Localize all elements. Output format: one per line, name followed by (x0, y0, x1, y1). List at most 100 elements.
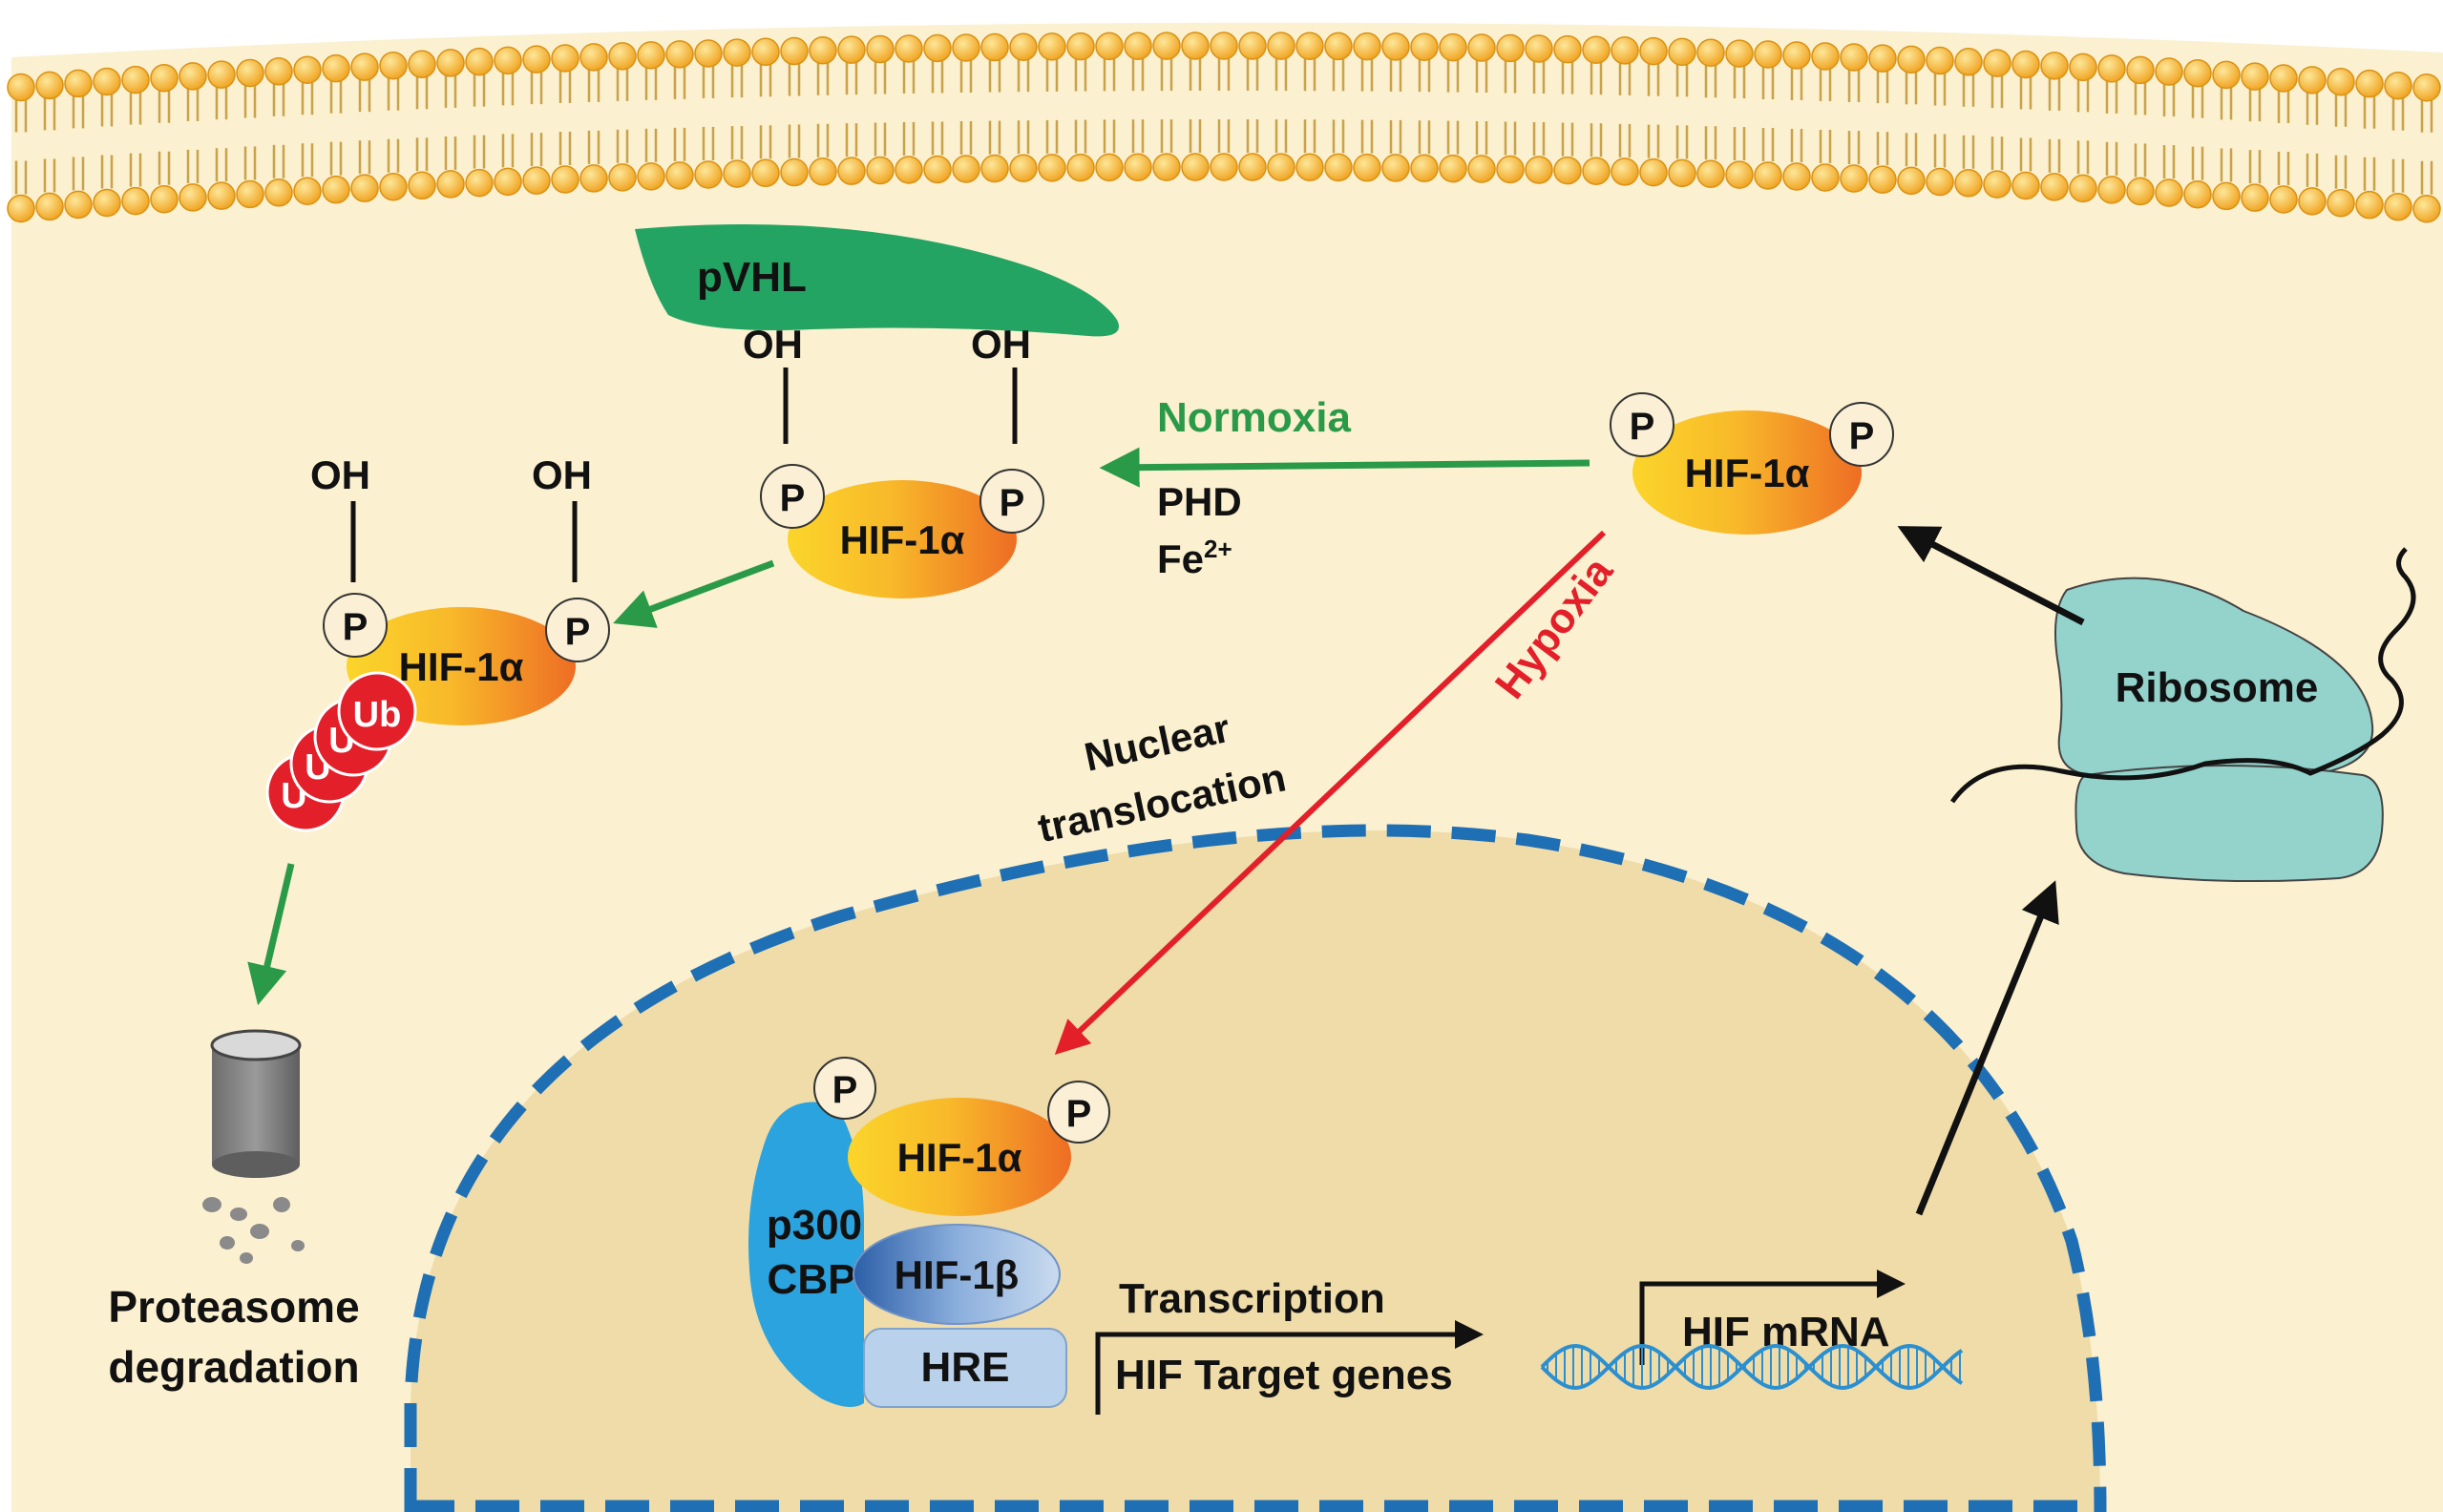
lipid-head (1811, 42, 1840, 71)
phosphate-label: P (832, 1069, 858, 1111)
lipid-head (2384, 192, 2412, 221)
transcription-start-arrow (1095, 1320, 1484, 1415)
lipid-head (1496, 155, 1525, 184)
phd-label: PHD (1157, 479, 1242, 524)
hre-element (863, 1328, 1067, 1408)
mrna-arrow (1639, 1270, 1906, 1365)
lipid-head (1926, 167, 1954, 197)
lipid-head (1639, 158, 1668, 187)
lipid-head (1868, 44, 1897, 73)
lipid-head (2183, 179, 2212, 209)
transcription-arrow (1095, 1320, 1484, 1415)
mrna-strand (1949, 547, 2416, 804)
peptide-fragment (202, 1197, 221, 1212)
lipid-head (1467, 155, 1496, 183)
lipid-head (637, 41, 665, 70)
lipid-head (1009, 154, 1038, 182)
phosphate-circle (1610, 392, 1674, 457)
lipid-head (1381, 32, 1410, 61)
p300-label: p300 (767, 1202, 862, 1249)
lipid-head (379, 172, 408, 201)
phosphate-label: P (1000, 482, 1025, 524)
lipid-head (809, 158, 837, 186)
cbp-label: CBP (768, 1256, 856, 1303)
proteasome-label: Proteasome (108, 1282, 359, 1332)
lipid-head (322, 53, 350, 83)
lipid-head (1467, 33, 1496, 62)
lipid-head (809, 36, 837, 65)
lipid-head (1553, 156, 1582, 185)
hif1a-protein (848, 1098, 1071, 1216)
lipid-head (1267, 153, 1295, 181)
lipid-head (1066, 153, 1095, 182)
lipid-head (1038, 154, 1066, 182)
lipid-head (465, 168, 494, 198)
lipid-head (35, 71, 64, 100)
phosphate-label: P (1630, 406, 1655, 448)
hre-label: HRE (921, 1344, 1010, 1391)
degradation-label: degradation (108, 1342, 359, 1392)
lipid-head (494, 46, 522, 75)
lipid-head (2212, 181, 2241, 211)
lipid-head (93, 188, 121, 218)
lipid-head (1095, 32, 1124, 61)
ubiquitin-label: Ub (353, 695, 402, 735)
lipid-head (1811, 163, 1840, 192)
lipid-head (1066, 32, 1095, 61)
lipid-head (2183, 58, 2212, 88)
lipid-head (637, 162, 665, 191)
lipid-head (2011, 50, 2040, 79)
lipid-head (1353, 153, 1381, 182)
oh-label: OH (971, 322, 1031, 367)
lipid-head (608, 163, 637, 192)
lipid-head (121, 65, 150, 94)
lipid-head (1582, 35, 1611, 64)
ubiquitin (337, 671, 417, 751)
lipid-head (2212, 60, 2241, 90)
target-genes-label: HIF Target genes (1115, 1352, 1453, 1398)
lipid-head (866, 34, 895, 64)
lipid-head (2355, 190, 2384, 220)
peptide-fragment (273, 1197, 290, 1212)
phosphate-circle (979, 469, 1044, 534)
lipid-head (1353, 32, 1381, 61)
lipid-head (866, 156, 895, 185)
lipid-head (1639, 36, 1668, 66)
lipid-head (1324, 32, 1353, 61)
phosphate-label: P (343, 606, 369, 648)
lipid-head (264, 178, 293, 207)
lipid-head (2241, 62, 2269, 91)
lipid-head (1926, 46, 1954, 75)
lipid-head (1582, 157, 1611, 185)
lipid-head (952, 33, 980, 62)
lipid-head (2040, 52, 2069, 80)
lipid-head (436, 49, 465, 77)
lipid-head (207, 60, 236, 89)
lipid-head (579, 164, 608, 193)
lipid-head (1295, 32, 1324, 60)
lipid-head (1210, 153, 1238, 181)
lipid-head (179, 183, 207, 212)
pvhl-label: pVHL (697, 254, 807, 301)
lipid-head (980, 32, 1009, 62)
oh-label: OH (532, 452, 592, 497)
lipid-head (665, 161, 694, 190)
hypoxia-arrow (1054, 530, 1607, 1055)
lipid-head (923, 33, 952, 63)
fe-label: Fe2+ (1157, 535, 1232, 581)
lipid-head (608, 42, 637, 71)
lipid-head (923, 155, 952, 184)
lipid-head (1954, 169, 1983, 198)
lipid-head (522, 45, 551, 74)
lipid-head (379, 51, 408, 80)
lipid-head (236, 58, 264, 88)
hif1a-label: HIF-1α (399, 644, 524, 689)
proteasome-cylinder (212, 1045, 300, 1165)
phosphate-label: P (1849, 415, 1875, 457)
degradation-arrow (247, 863, 295, 1006)
lipid-head (35, 192, 64, 221)
lipid-head (150, 63, 179, 93)
lipid-head (723, 38, 751, 67)
p300-cbp-coactivator (748, 1102, 864, 1407)
lipid-head (494, 167, 522, 197)
